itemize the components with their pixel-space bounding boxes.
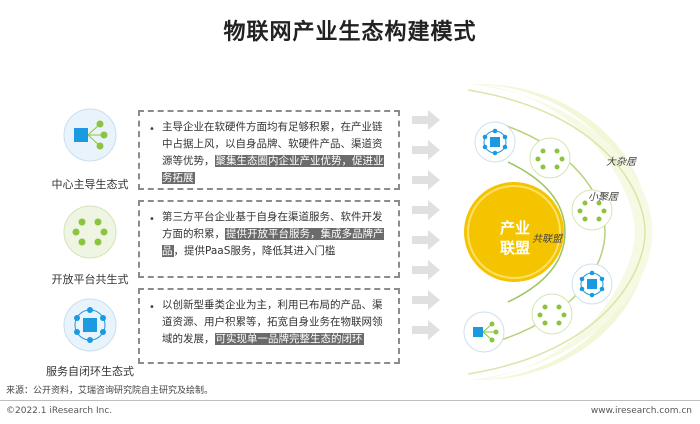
description-text: 以创新型垂类企业为主，利用已布局的产品、渠道资源、用户积累等，拓宽自身业务在物联…	[162, 299, 383, 345]
arrow-icon	[412, 140, 440, 160]
ring-label-outer: 大杂居	[606, 157, 636, 168]
description-text-tail: ，提供PaaS服务，降低其进入门槛	[173, 245, 336, 257]
ecosystem-diagram	[463, 84, 653, 380]
model-label-closed-loop: 服务自闭环生态式	[46, 365, 134, 378]
arrow-icon	[412, 200, 440, 220]
open-platform-model-icon	[63, 205, 117, 259]
description-box-closed-loop: • 以创新型垂类企业为主，利用已布局的产品、渠道资源、用户积累等，拓宽自身业务在…	[138, 288, 400, 364]
copyright-text: ©2022.1 iResearch Inc.	[6, 406, 113, 416]
model-label-open-platform: 开放平台共生式	[51, 273, 129, 286]
arrow-icon	[412, 290, 440, 310]
ecosystem-node-closed-loop-right	[571, 263, 613, 305]
flow-arrows	[412, 110, 440, 340]
center-led-model-icon	[63, 108, 117, 162]
source-note: 来源：公开资料，艾瑞咨询研究院自主研究及绘制。	[6, 386, 214, 396]
center-label-line1: 产业	[499, 219, 530, 237]
bullet-icon: •	[149, 214, 155, 225]
closed-loop-model-icon	[63, 298, 117, 352]
ring-label-middle: 小聚居	[588, 192, 618, 203]
arrow-icon	[412, 260, 440, 280]
arrow-icon	[412, 170, 440, 190]
description-highlight: 可实现单一品牌完整生态的闭环	[214, 333, 364, 345]
outer-arc-band	[470, 84, 653, 380]
description-box-open-platform: • 第三方平台企业基于自身在渠道服务、软件开发方面的积累，提供开放平台服务，集成…	[138, 200, 400, 278]
arrow-icon	[412, 320, 440, 340]
ring-label-inner: 共联盟	[532, 234, 562, 245]
page-title: 物联网产业生态构建模式	[223, 20, 477, 45]
footer-divider	[0, 400, 700, 401]
description-text: 第三方平台企业基于自身在渠道服务、软件开发方面的积累，	[162, 211, 383, 240]
ring-inner	[507, 161, 566, 303]
model-label-center-led: 中心主导生态式	[51, 178, 129, 191]
industry-alliance-label: 产业 联盟	[480, 218, 550, 258]
center-label-line2: 联盟	[499, 239, 530, 257]
bullet-icon: •	[149, 124, 155, 135]
arrow-icon	[412, 230, 440, 250]
industry-alliance-circle	[464, 182, 564, 282]
ecosystem-node-center-led	[463, 311, 505, 353]
arrow-icon	[412, 110, 440, 130]
description-box-center-led: • 主导企业在软硬件方面均有足够积累，在产业链中占据上风，以自身品牌、软硬件产品…	[138, 110, 400, 190]
bullet-icon: •	[149, 302, 155, 313]
description-text: 主导企业在软硬件方面均有足够积累，在产业链中占据上风，以自身品牌、软硬件产品、渠…	[162, 121, 383, 167]
ring-outer	[467, 89, 646, 375]
ecosystem-node-open-right	[571, 189, 613, 231]
ecosystem-node-open-top	[529, 137, 571, 179]
ecosystem-node-closed-loop-top	[474, 121, 516, 163]
website-link[interactable]: www.iresearch.com.cn	[590, 406, 692, 416]
ecosystem-node-open-bottom	[531, 293, 573, 335]
